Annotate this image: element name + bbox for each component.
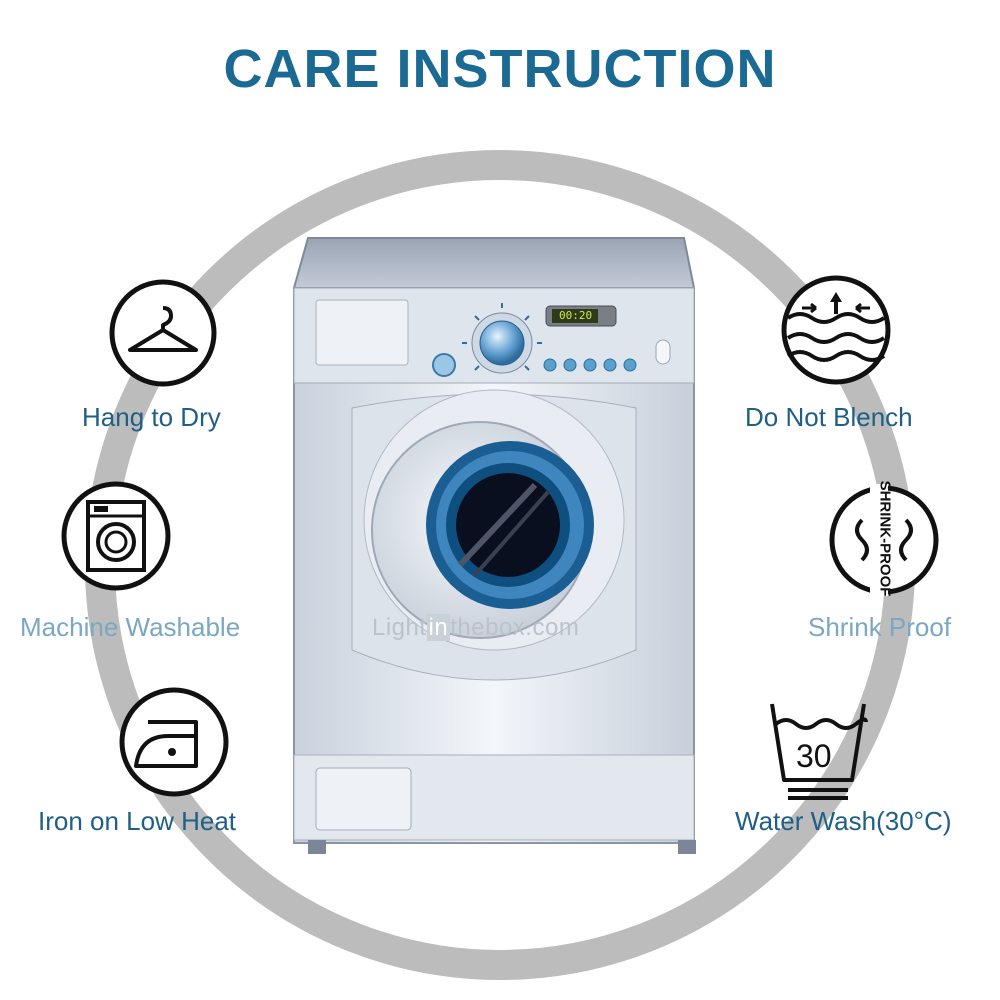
washing-machine-icon	[61, 481, 171, 591]
iron-on-low-heat-label: Iron on Low Heat	[38, 806, 237, 836]
watermark-part-1: Light	[372, 614, 427, 641]
iron-icon	[119, 687, 229, 797]
do-not-blench-label: Do Not Blench	[745, 402, 913, 432]
shrink-proof-label: Shrink Proof	[808, 612, 952, 642]
watermark-part-2: in	[426, 614, 451, 641]
hang-to-dry-label: Hang to Dry	[82, 402, 221, 432]
shrink-proof-badge: SHRINK-PROOF	[876, 480, 894, 597]
wash-temperature: 30	[796, 738, 832, 774]
machine-washable-label: Machine Washable	[20, 612, 241, 642]
shrink-proof-icon	[829, 484, 939, 596]
watermark-part-3: thebox	[450, 614, 526, 641]
page-title: CARE INSTRUCTION	[223, 39, 777, 99]
hanger-icon	[109, 279, 217, 387]
machine-display: 00:20	[559, 309, 593, 322]
watermark-part-4: .com	[525, 614, 580, 641]
washing-machine-illustration	[292, 237, 696, 854]
water-wash-label: Water Wash(30°C)	[735, 806, 952, 836]
no-shrink-waves-icon	[781, 275, 891, 385]
watermark: Lightinthebox.com	[372, 614, 579, 642]
wash-tub-icon	[770, 703, 868, 800]
